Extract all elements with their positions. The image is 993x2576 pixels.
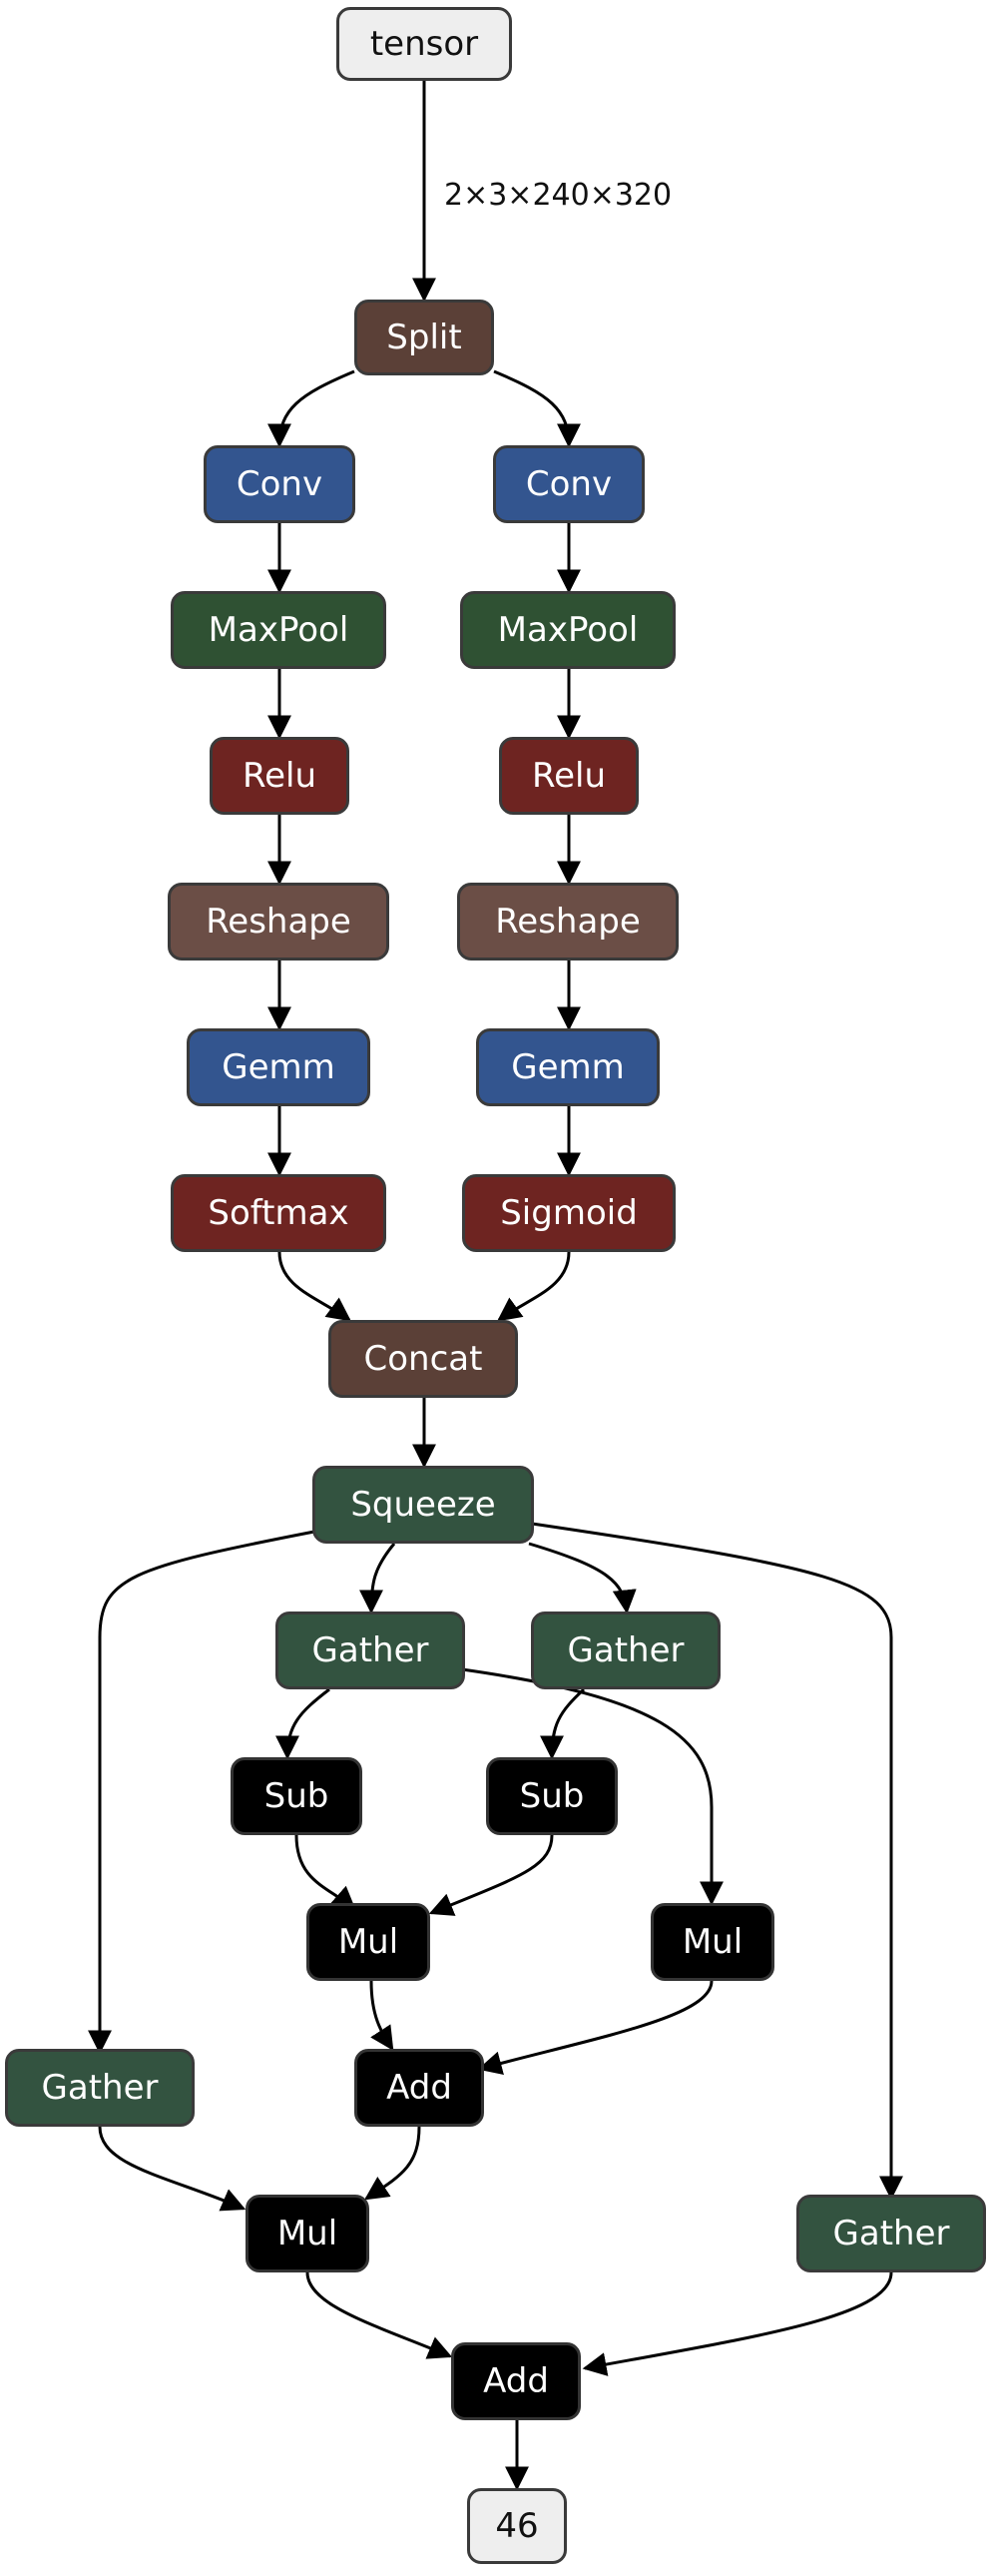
- conv-node-right[interactable]: Conv: [493, 445, 645, 523]
- edge-gatherright-add2: [582, 2271, 893, 2376]
- add-node-1[interactable]: Add: [354, 2049, 484, 2127]
- relu-node-right[interactable]: Relu: [499, 737, 639, 815]
- edge-gather1-sub1: [275, 1687, 330, 1760]
- input-tensor-node[interactable]: tensor: [336, 7, 512, 81]
- gather-node-2[interactable]: Gather: [531, 1611, 721, 1689]
- edge-sigmoid-concat: [497, 1251, 571, 1322]
- gather-node-1[interactable]: Gather: [275, 1611, 465, 1689]
- edge-sub2-mul1: [428, 1834, 554, 1916]
- edge-squeeze-gather-2: [528, 1542, 637, 1614]
- relu-node-left[interactable]: Relu: [210, 737, 349, 815]
- sub-node-1[interactable]: Sub: [231, 1757, 362, 1835]
- edge-sub1-mul1: [294, 1834, 356, 1911]
- mul-node-2[interactable]: Mul: [651, 1903, 774, 1981]
- sigmoid-node[interactable]: Sigmoid: [462, 1174, 676, 1252]
- output-node[interactable]: 46: [467, 2488, 567, 2564]
- edge-add1-mul3: [364, 2126, 421, 2201]
- edge-gatherleft-mul3: [98, 2126, 247, 2212]
- mul-node-1[interactable]: Mul: [306, 1903, 430, 1981]
- edge-mul2-add1: [477, 1980, 714, 2075]
- edge-split-conv-right: [493, 369, 581, 448]
- split-node[interactable]: Split: [354, 300, 494, 375]
- edge-mul1-add1: [369, 1980, 394, 2052]
- squeeze-node[interactable]: Squeeze: [312, 1466, 534, 1544]
- edge-gather2-sub2: [540, 1687, 586, 1760]
- softmax-node[interactable]: Softmax: [171, 1174, 386, 1252]
- edge-split-conv-left: [267, 369, 355, 448]
- gather-node-right[interactable]: Gather: [796, 2195, 986, 2272]
- edge-squeeze-gather-1: [359, 1543, 396, 1614]
- gather-node-left[interactable]: Gather: [5, 2049, 195, 2127]
- sub-node-2[interactable]: Sub: [486, 1757, 618, 1835]
- conv-node-left[interactable]: Conv: [204, 445, 355, 523]
- edge-mul3-add2: [305, 2271, 453, 2359]
- edge-squeeze-gather-left: [88, 1530, 315, 2055]
- mul-node-3[interactable]: Mul: [246, 2195, 369, 2272]
- edge-shape-label: 2×3×240×320: [444, 178, 672, 213]
- edge-softmax-concat: [277, 1251, 351, 1322]
- concat-node[interactable]: Concat: [328, 1320, 518, 1398]
- maxpool-node-right[interactable]: MaxPool: [460, 591, 676, 669]
- gemm-node-left[interactable]: Gemm: [187, 1028, 370, 1106]
- add-node-2[interactable]: Add: [451, 2342, 581, 2420]
- maxpool-node-left[interactable]: MaxPool: [171, 591, 386, 669]
- reshape-node-right[interactable]: Reshape: [457, 883, 679, 961]
- edge-squeeze-gather-right: [531, 1522, 903, 2201]
- reshape-node-left[interactable]: Reshape: [168, 883, 389, 961]
- gemm-node-right[interactable]: Gemm: [476, 1028, 660, 1106]
